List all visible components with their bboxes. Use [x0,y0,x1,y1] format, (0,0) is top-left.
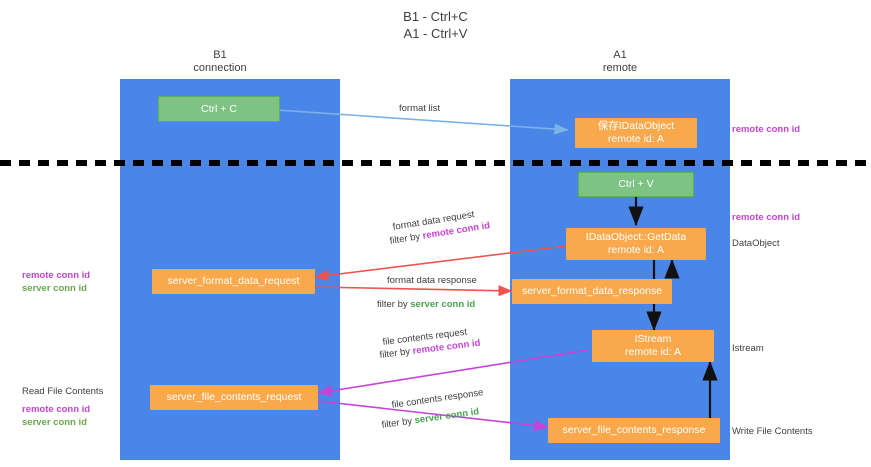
node-server-format-data-request[interactable]: server_format_data_request [152,269,315,294]
node-istream-line2: remote id: A [624,346,682,358]
side-label-right-top-remote-conn-id: remote conn id [732,124,801,135]
side-label-left-remote-conn-id: remote conn id [22,270,91,281]
node-file-request-label: server_file_contents_request [166,391,302,403]
node-ctrl-v-label: Ctrl + V [618,178,654,190]
filter-emphasis-server-conn-id: server conn id [413,406,480,427]
node-getdata[interactable]: IDataObject::GetData remote id: A [566,228,706,260]
page-title: B1 - Ctrl+C A1 - Ctrl+V [403,9,468,41]
arrow-label-format-list: format list [399,103,441,114]
side-label-left-server-conn-id: server conn id [22,283,87,294]
node-server-file-contents-request[interactable]: server_file_contents_request [150,385,318,410]
node-file-response-label: server_file_contents_response [562,424,706,436]
node-istream[interactable]: IStream remote id: A [592,330,714,362]
side-label-left-bottom-remote-conn-id: remote conn id [22,404,91,415]
node-getdata-line1: IDataObject::GetData [585,231,687,243]
side-label-dataobject: DataObject [732,238,780,249]
lane-header-b1: B1 connection [193,49,247,74]
arrow-label-format-data-response-filter: filter by server conn id [377,299,475,311]
side-label-right-mid-remote-conn-id: remote conn id [732,212,801,223]
side-label-left-bottom-server-conn-id: server conn id [22,417,87,428]
lane-header-a1: A1 remote [602,49,638,74]
node-server-file-contents-response[interactable]: server_file_contents_response [548,418,720,443]
node-ctrl-c[interactable]: Ctrl + C [158,96,280,122]
node-fmt-response-label: server_format_data_response [521,285,663,297]
node-dataobject-line1: 保存IDataObject [597,120,675,132]
side-label-read-file-contents: Read File Contents [22,386,104,397]
node-dataobject-line2: remote id: A [607,133,665,145]
node-istream-line1: IStream [634,333,672,345]
filter-prefix: filter by [377,299,411,310]
node-fmt-request-label: server_format_data_request [167,275,300,287]
node-ctrl-v[interactable]: Ctrl + V [578,172,694,197]
filter-prefix: filter by [381,415,416,431]
side-label-istream: Istream [732,343,764,354]
node-dataobject[interactable]: 保存IDataObject remote id: A [575,118,697,148]
node-ctrl-c-label: Ctrl + C [201,102,237,115]
node-server-format-data-response[interactable]: server_format_data_response [512,279,672,304]
node-getdata-line2: remote id: A [607,244,665,256]
side-label-write-file-contents: Write File Contents [732,426,813,437]
arrow-label-format-data-response: format data response [387,275,477,286]
filter-emphasis-server-conn-id: server conn id [410,299,476,310]
